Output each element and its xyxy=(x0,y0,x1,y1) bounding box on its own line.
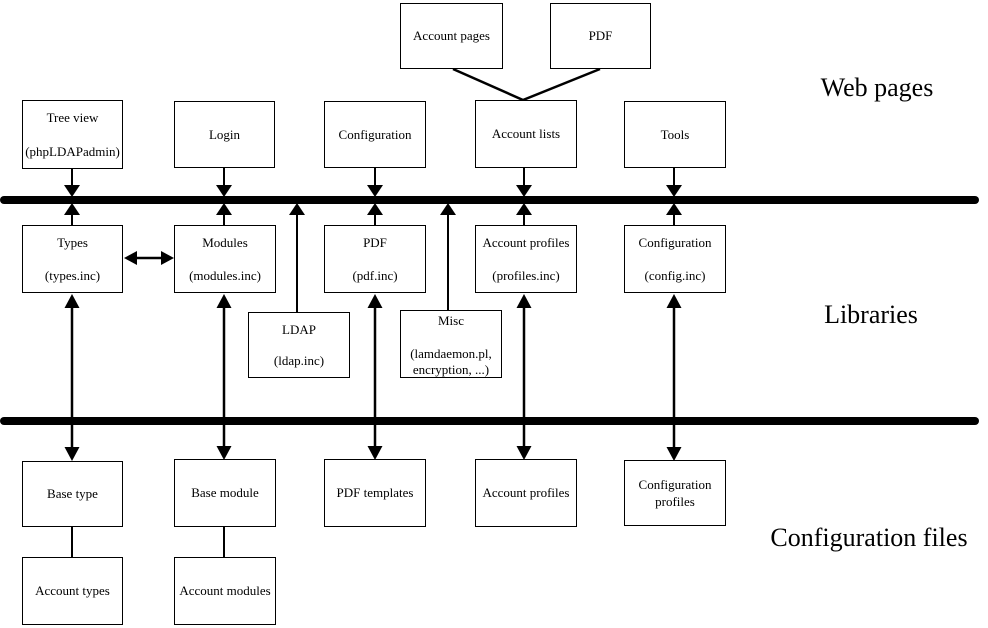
box-account-types: Account types xyxy=(22,557,123,625)
section-label-libraries: Libraries xyxy=(824,300,918,329)
box-login: Login xyxy=(174,101,275,168)
box-label: Base module xyxy=(191,485,259,500)
box-label: Tree view xyxy=(46,110,99,125)
box-account-pages: Account pages xyxy=(400,3,503,69)
base-links xyxy=(71,527,225,557)
library-config-arrows xyxy=(64,294,682,461)
box-label: Modules xyxy=(202,235,248,250)
box-configuration-profiles: Configuration profiles xyxy=(624,460,726,526)
box-tools: Tools xyxy=(624,101,726,168)
box-configuration-lib: Configuration (config.inc) xyxy=(624,225,726,293)
box-label: PDF templates xyxy=(336,485,414,500)
box-pdf-page: PDF xyxy=(550,3,651,69)
box-label: Account modules xyxy=(179,583,271,598)
box-label: Account profiles xyxy=(482,485,570,500)
box-sublabel: (phpLDAPadmin) xyxy=(25,144,120,159)
box-label: PDF xyxy=(363,235,387,250)
box-sublabel: (profiles.inc) xyxy=(492,268,560,283)
box-account-modules: Account modules xyxy=(174,557,276,625)
box-sublabel: (ldap.inc) xyxy=(273,353,325,368)
box-label: Configuration xyxy=(638,235,712,250)
box-label: Base type xyxy=(47,486,98,501)
line-accountpages-pdf-to-accountlists xyxy=(452,67,601,102)
box-configuration-page: Configuration xyxy=(324,101,426,168)
box-sublabel: (config.inc) xyxy=(644,268,706,283)
box-label: Misc xyxy=(438,313,464,328)
box-account-lists: Account lists xyxy=(475,100,577,168)
box-label: Account lists xyxy=(491,126,561,141)
box-base-module: Base module xyxy=(174,459,276,527)
box-sublabel: (types.inc) xyxy=(44,268,101,283)
box-account-profiles-lib: Account profiles (profiles.inc) xyxy=(475,225,577,293)
box-pdf-lib: PDF (pdf.inc) xyxy=(324,225,426,293)
box-label: LDAP xyxy=(282,322,316,337)
section-label-web-pages: Web pages xyxy=(820,73,934,102)
bus1-connectors xyxy=(64,168,682,312)
box-label: Types xyxy=(57,235,88,250)
box-label: Account types xyxy=(35,583,110,598)
box-label: Tools xyxy=(660,126,690,142)
box-sublabel: profiles xyxy=(655,494,695,509)
box-label: Configuration xyxy=(638,477,712,492)
box-sublabel: (lamdaemon.pl, xyxy=(410,346,492,361)
box-label: Configuration xyxy=(338,126,412,142)
box-account-profiles-conf: Account profiles xyxy=(475,459,577,527)
box-label: PDF xyxy=(588,28,613,43)
types-modules-arrow xyxy=(124,251,174,265)
box-label: Account profiles xyxy=(482,235,570,250)
section-label-configuration-files: Configuration files xyxy=(770,523,968,552)
box-modules: Modules (modules.inc) xyxy=(174,225,276,293)
box-types: Types (types.inc) xyxy=(22,225,123,293)
box-misc: Misc (lamdaemon.pl, encryption, ...) xyxy=(400,310,502,378)
box-label: Login xyxy=(208,126,241,142)
box-tree-view: Tree view (phpLDAPadmin) xyxy=(22,100,123,169)
box-sublabel: encryption, ...) xyxy=(412,362,490,377)
box-ldap: LDAP (ldap.inc) xyxy=(248,312,350,378)
box-sublabel: (modules.inc) xyxy=(189,268,261,283)
box-sublabel: (pdf.inc) xyxy=(352,268,398,283)
box-base-type: Base type xyxy=(22,461,123,527)
box-label: Account pages xyxy=(413,28,490,43)
box-pdf-templates: PDF templates xyxy=(324,459,426,527)
